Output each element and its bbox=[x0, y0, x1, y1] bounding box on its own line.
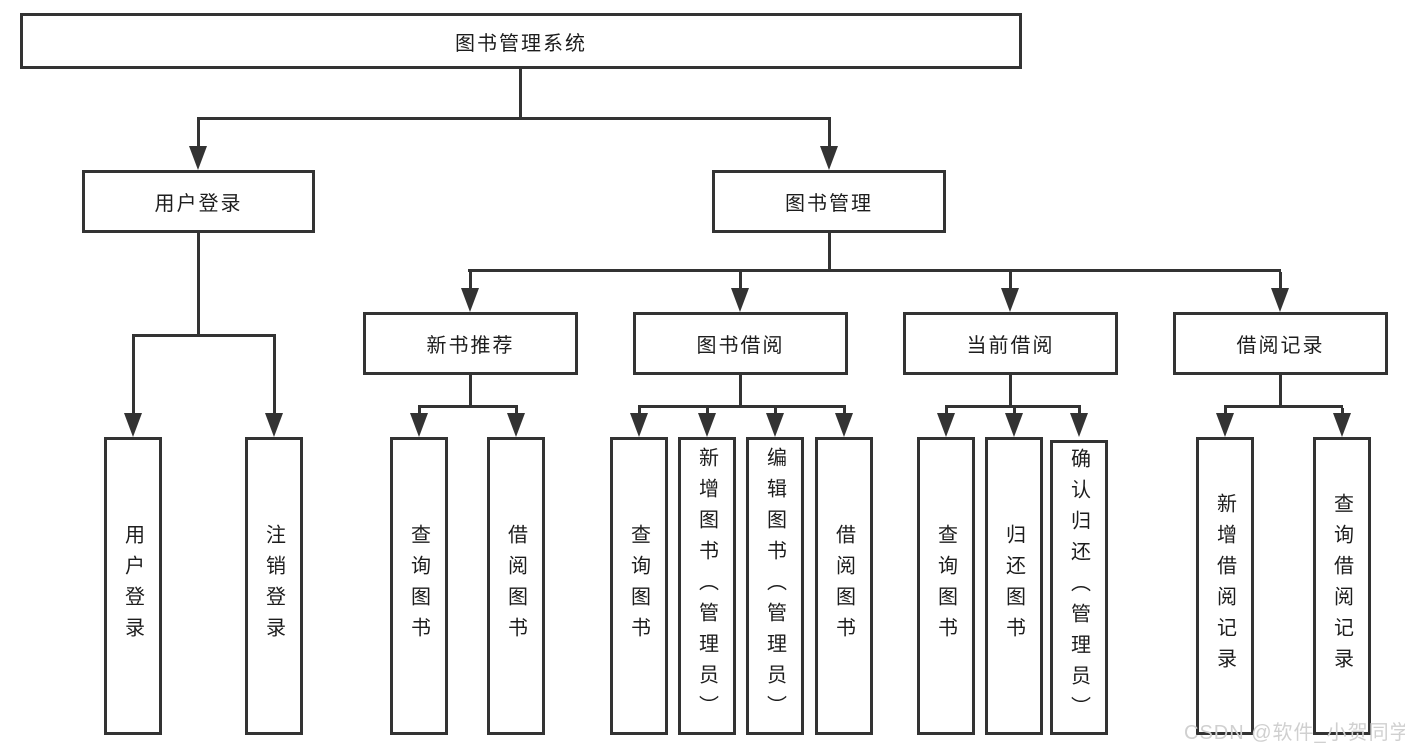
leaf-current-confirm-return: 确认归还（管理员） bbox=[1050, 440, 1108, 735]
leaf-current-return-books: 归还图书 bbox=[985, 437, 1043, 735]
arrowhead-cb-return bbox=[1005, 413, 1023, 437]
connector-nb-borrow-drop bbox=[515, 408, 518, 414]
connector-new-book-rail bbox=[418, 405, 518, 408]
connector-book-mgmt-rail bbox=[468, 269, 1281, 272]
connector-root-rail bbox=[197, 117, 831, 120]
node-book-borrow: 图书借阅 bbox=[633, 312, 848, 375]
leaf-borrow-query-books: 查询图书 bbox=[610, 437, 668, 735]
arrowhead-nb-query bbox=[410, 413, 428, 437]
connector-br-add-drop bbox=[1224, 408, 1227, 414]
leaf-borrow-query-books-label: 查询图书 bbox=[627, 524, 650, 648]
node-new-book-recommend: 新书推荐 bbox=[363, 312, 578, 375]
node-borrow-records: 借阅记录 bbox=[1173, 312, 1388, 375]
connector-br-query-drop bbox=[1341, 408, 1344, 414]
connector-borrow-records-rail bbox=[1224, 405, 1343, 408]
connector-root-stem bbox=[519, 68, 522, 119]
arrowhead-bb-borrow bbox=[835, 413, 853, 437]
connector-current-borrow-rail bbox=[945, 405, 1081, 408]
leaf-newbook-borrow-books-label: 借阅图书 bbox=[504, 524, 527, 648]
node-new-book-recommend-label: 新书推荐 bbox=[426, 335, 515, 357]
leaf-borrow-add-books: 新增图书（管理员） bbox=[678, 437, 736, 735]
connector-bb-edit-drop bbox=[774, 408, 777, 414]
node-root: 图书管理系统 bbox=[20, 13, 1022, 69]
leaf-records-query-record: 查询借阅记录 bbox=[1313, 437, 1371, 735]
leaf-user-login-label: 用户登录 bbox=[121, 524, 144, 648]
arrowhead-current-borrow bbox=[1001, 288, 1019, 312]
arrowhead-leaf-logout bbox=[265, 413, 283, 437]
arrowhead-bb-query bbox=[630, 413, 648, 437]
node-book-borrow-label: 图书借阅 bbox=[696, 335, 785, 357]
leaf-current-confirm-return-label: 确认归还（管理员） bbox=[1067, 448, 1090, 727]
leaf-borrow-edit-books-label: 编辑图书（管理员） bbox=[763, 446, 786, 726]
node-current-borrow: 当前借阅 bbox=[903, 312, 1118, 375]
connector-new-book-drop bbox=[469, 272, 472, 290]
node-root-label: 图书管理系统 bbox=[455, 32, 587, 55]
node-user-login-label: 用户登录 bbox=[154, 193, 243, 215]
connector-user-login-rail bbox=[132, 334, 276, 337]
connector-book-borrow-stem bbox=[739, 375, 742, 408]
connector-book-mgmt-drop bbox=[828, 120, 831, 148]
leaf-borrow-borrow-books: 借阅图书 bbox=[815, 437, 873, 735]
connector-current-borrow-stem bbox=[1009, 375, 1012, 408]
arrowhead-new-book bbox=[461, 288, 479, 312]
arrowhead-bb-edit bbox=[766, 413, 784, 437]
connector-bb-borrow-drop bbox=[843, 408, 846, 414]
arrowhead-book-mgmt bbox=[820, 146, 838, 170]
leaf-borrow-add-books-label: 新增图书（管理员） bbox=[695, 446, 718, 726]
leaf-records-add-record: 新增借阅记录 bbox=[1196, 437, 1254, 735]
connector-cb-query-drop bbox=[945, 408, 948, 414]
arrowhead-user-login bbox=[189, 146, 207, 170]
connector-cb-confirm-drop bbox=[1078, 408, 1081, 414]
leaf-records-query-record-label: 查询借阅记录 bbox=[1330, 493, 1353, 679]
connector-bb-add-drop bbox=[706, 408, 709, 414]
connector-current-borrow-drop bbox=[1009, 272, 1012, 290]
connector-user-login-stem bbox=[197, 233, 200, 337]
connector-leaf-login-drop bbox=[132, 337, 135, 413]
leaf-newbook-borrow-books: 借阅图书 bbox=[487, 437, 545, 735]
arrowhead-bb-add bbox=[698, 413, 716, 437]
leaf-user-login: 用户登录 bbox=[104, 437, 162, 735]
connector-nb-query-drop bbox=[418, 408, 421, 414]
connector-borrow-records-stem bbox=[1279, 375, 1282, 408]
connector-bb-query-drop bbox=[638, 408, 641, 414]
arrowhead-br-add bbox=[1216, 413, 1234, 437]
arrowhead-nb-borrow bbox=[507, 413, 525, 437]
leaf-newbook-query-books-label: 查询图书 bbox=[407, 524, 430, 648]
node-user-login: 用户登录 bbox=[82, 170, 315, 233]
connector-new-book-stem bbox=[469, 375, 472, 408]
arrowhead-cb-query bbox=[937, 413, 955, 437]
node-book-management: 图书管理 bbox=[712, 170, 946, 233]
arrowhead-leaf-login bbox=[124, 413, 142, 437]
arrowhead-book-borrow bbox=[731, 288, 749, 312]
node-book-management-label: 图书管理 bbox=[785, 193, 873, 215]
leaf-logout-login: 注销登录 bbox=[245, 437, 303, 735]
connector-cb-return-drop bbox=[1013, 408, 1016, 414]
leaf-current-return-books-label: 归还图书 bbox=[1002, 524, 1025, 648]
connector-borrow-records-drop bbox=[1279, 272, 1282, 290]
leaf-current-query-books: 查询图书 bbox=[917, 437, 975, 735]
leaf-records-add-record-label: 新增借阅记录 bbox=[1213, 493, 1236, 679]
leaf-borrow-borrow-books-label: 借阅图书 bbox=[832, 524, 855, 648]
leaf-newbook-query-books: 查询图书 bbox=[390, 437, 448, 735]
leaf-current-query-books-label: 查询图书 bbox=[934, 524, 957, 648]
connector-book-borrow-drop bbox=[739, 272, 742, 290]
connector-leaf-logout-drop bbox=[273, 337, 276, 413]
arrowhead-borrow-records bbox=[1271, 288, 1289, 312]
connector-book-mgmt-stem bbox=[828, 233, 831, 271]
arrowhead-cb-confirm bbox=[1070, 413, 1088, 437]
connector-book-borrow-rail bbox=[638, 405, 846, 408]
leaf-borrow-edit-books: 编辑图书（管理员） bbox=[746, 437, 804, 735]
node-borrow-records-label: 借阅记录 bbox=[1236, 335, 1325, 357]
node-current-borrow-label: 当前借阅 bbox=[966, 335, 1055, 357]
connector-user-login-drop bbox=[197, 120, 200, 148]
leaf-logout-login-label: 注销登录 bbox=[262, 524, 285, 648]
arrowhead-br-query bbox=[1333, 413, 1351, 437]
